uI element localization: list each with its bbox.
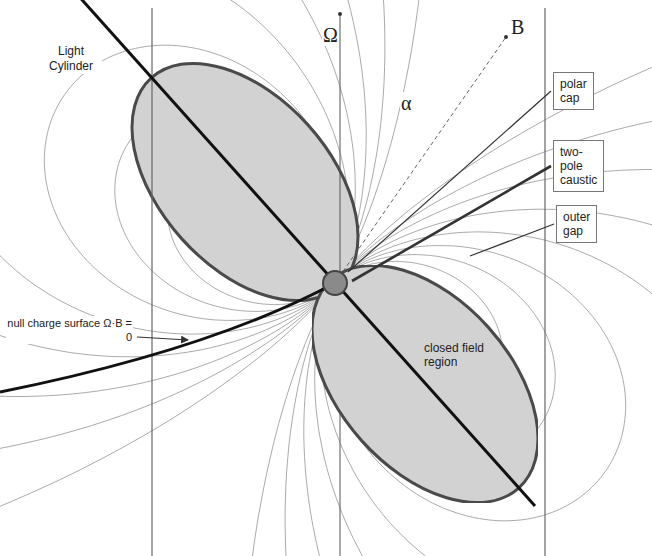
lobe-axis-line — [75, 0, 535, 506]
axis-dot — [338, 12, 342, 16]
light-cylinder-line — [151, 8, 152, 556]
label-box: polar cap — [553, 72, 594, 110]
light-cylinder-line — [544, 8, 545, 556]
leader-line — [470, 224, 554, 256]
pointer-arrow — [137, 337, 188, 340]
region-label: closed field region — [424, 341, 492, 369]
axis-dot — [504, 35, 508, 39]
leader-line — [348, 91, 551, 272]
box-text: polar cap — [560, 77, 587, 105]
magnetic-axis-symbol: B — [510, 16, 525, 38]
null-charge-surface — [0, 283, 335, 392]
box-text: two-pole caustic — [560, 145, 597, 187]
box-text: outer gap — [563, 210, 590, 238]
light-cylinder-label: Light Cylinder — [40, 44, 102, 74]
neutron-star — [323, 271, 347, 295]
rotation-symbol: Ω — [322, 24, 339, 46]
leader-lines — [137, 91, 554, 340]
label-box: outer gap — [556, 205, 597, 243]
label-box: two-pole caustic — [553, 140, 604, 192]
magnetic-axis — [335, 37, 506, 283]
null-surface-label: null charge surface Ω·B = 0 — [6, 316, 133, 344]
leader-line — [352, 166, 551, 281]
inclination-symbol: α — [400, 92, 412, 114]
